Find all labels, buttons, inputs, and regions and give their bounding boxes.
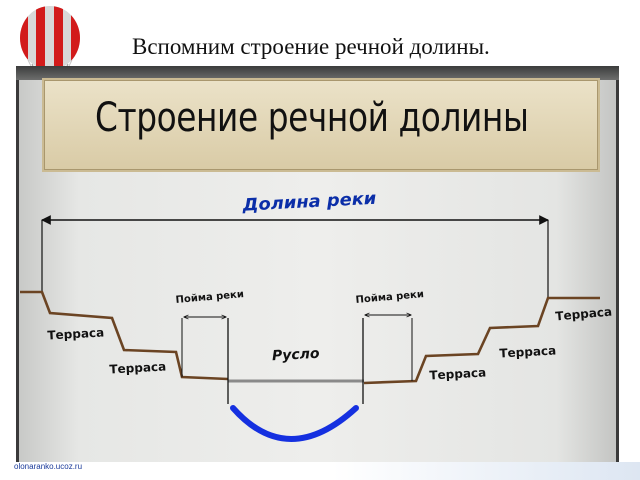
terrace-bottom-right-label: Терраса (429, 366, 486, 383)
diagram-title: Строение речной долины (95, 95, 529, 141)
source-credit: olonaranko.ucoz.ru (14, 462, 83, 471)
board-top-edge (16, 66, 619, 80)
terrace-upper-left-label: Терраса (47, 326, 104, 343)
terrace-profile-left (20, 290, 229, 381)
slide-title: Вспомним строение речной долины. (132, 34, 490, 59)
terrace-profile-right (363, 296, 600, 385)
diagram-title-banner: Строение речной долины (44, 80, 598, 170)
river-channel (230, 405, 359, 442)
bottom-strip (0, 462, 640, 480)
floodplain-right-label: Пойма реки (355, 289, 424, 306)
valley-label: Долина реки (241, 189, 377, 216)
terrace-lower-left-label: Терраса (109, 360, 166, 377)
floodplain-left-label: Пойма реки (175, 289, 244, 306)
channel-label: Русло (272, 346, 321, 364)
terrace-upper-right-label: Терраса (555, 305, 613, 324)
terrace-lower-right-label: Терраса (499, 344, 556, 361)
